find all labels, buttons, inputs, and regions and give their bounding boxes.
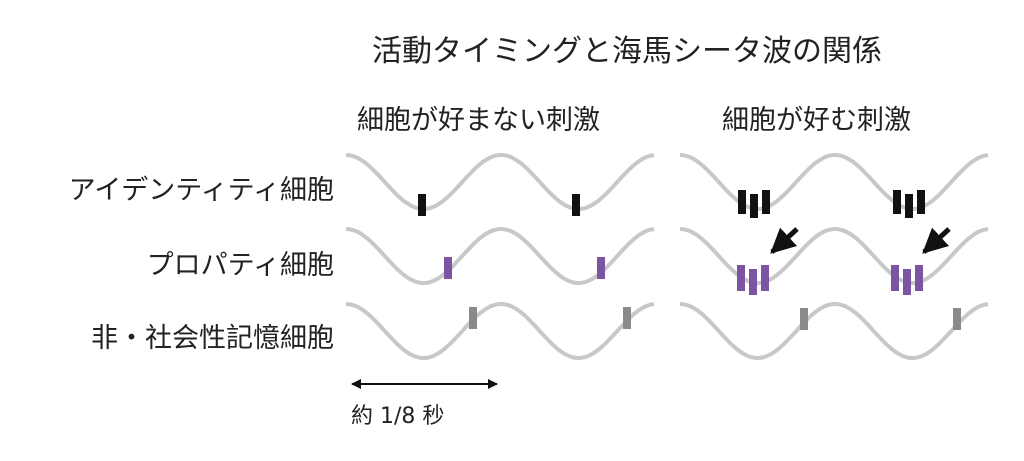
time-scale-label: 約 1/8 秒 xyxy=(351,404,445,429)
row-label-identity-cell: アイデンティティ細胞 xyxy=(68,175,334,206)
figure-title: 活動タイミングと海馬シータ波の関係 xyxy=(372,34,882,69)
spike-bar-13 xyxy=(761,265,769,291)
spike-bar-2 xyxy=(572,194,580,216)
spike-bar-19 xyxy=(800,308,808,330)
theta-wave-panel1-row3 xyxy=(345,302,655,360)
spike-bar-9 xyxy=(444,257,452,279)
spike-marks xyxy=(418,190,961,330)
spike-bar-14 xyxy=(891,265,899,291)
spike-bar-17 xyxy=(469,307,477,329)
theta-wave-panel1-row2 xyxy=(345,227,655,285)
column-header-nonpreferred: 細胞が好まない刺激 xyxy=(357,105,600,136)
spike-bar-4 xyxy=(750,194,758,218)
preference-arrow-2 xyxy=(922,227,951,254)
spike-bar-12 xyxy=(749,269,757,295)
column-header-preferred: 細胞が好む刺激 xyxy=(722,105,911,136)
spike-bar-16 xyxy=(915,265,923,291)
theta-wave-panel1-row1 xyxy=(345,153,655,211)
spike-bar-3 xyxy=(738,190,746,214)
spike-bar-10 xyxy=(597,257,605,279)
spike-bar-5 xyxy=(762,190,770,214)
row-label-property-cell: プロパティ細胞 xyxy=(146,250,334,281)
theta-wave-panel2-row3 xyxy=(679,302,989,360)
theta-waves xyxy=(345,153,989,360)
preference-arrow-1 xyxy=(770,227,799,254)
spike-bar-20 xyxy=(953,308,961,330)
spike-bar-15 xyxy=(903,269,911,295)
spike-bar-8 xyxy=(917,190,925,214)
spike-bar-1 xyxy=(418,194,426,216)
spike-bar-7 xyxy=(905,194,913,218)
spike-bar-18 xyxy=(623,307,631,329)
theta-wave-panel2-row1 xyxy=(679,153,989,211)
spike-bar-6 xyxy=(893,190,901,214)
row-label-nonsocial-cell: 非・社会性記憶細胞 xyxy=(91,323,334,354)
theta-wave-panel2-row2 xyxy=(679,227,989,285)
spike-bar-11 xyxy=(737,265,745,291)
